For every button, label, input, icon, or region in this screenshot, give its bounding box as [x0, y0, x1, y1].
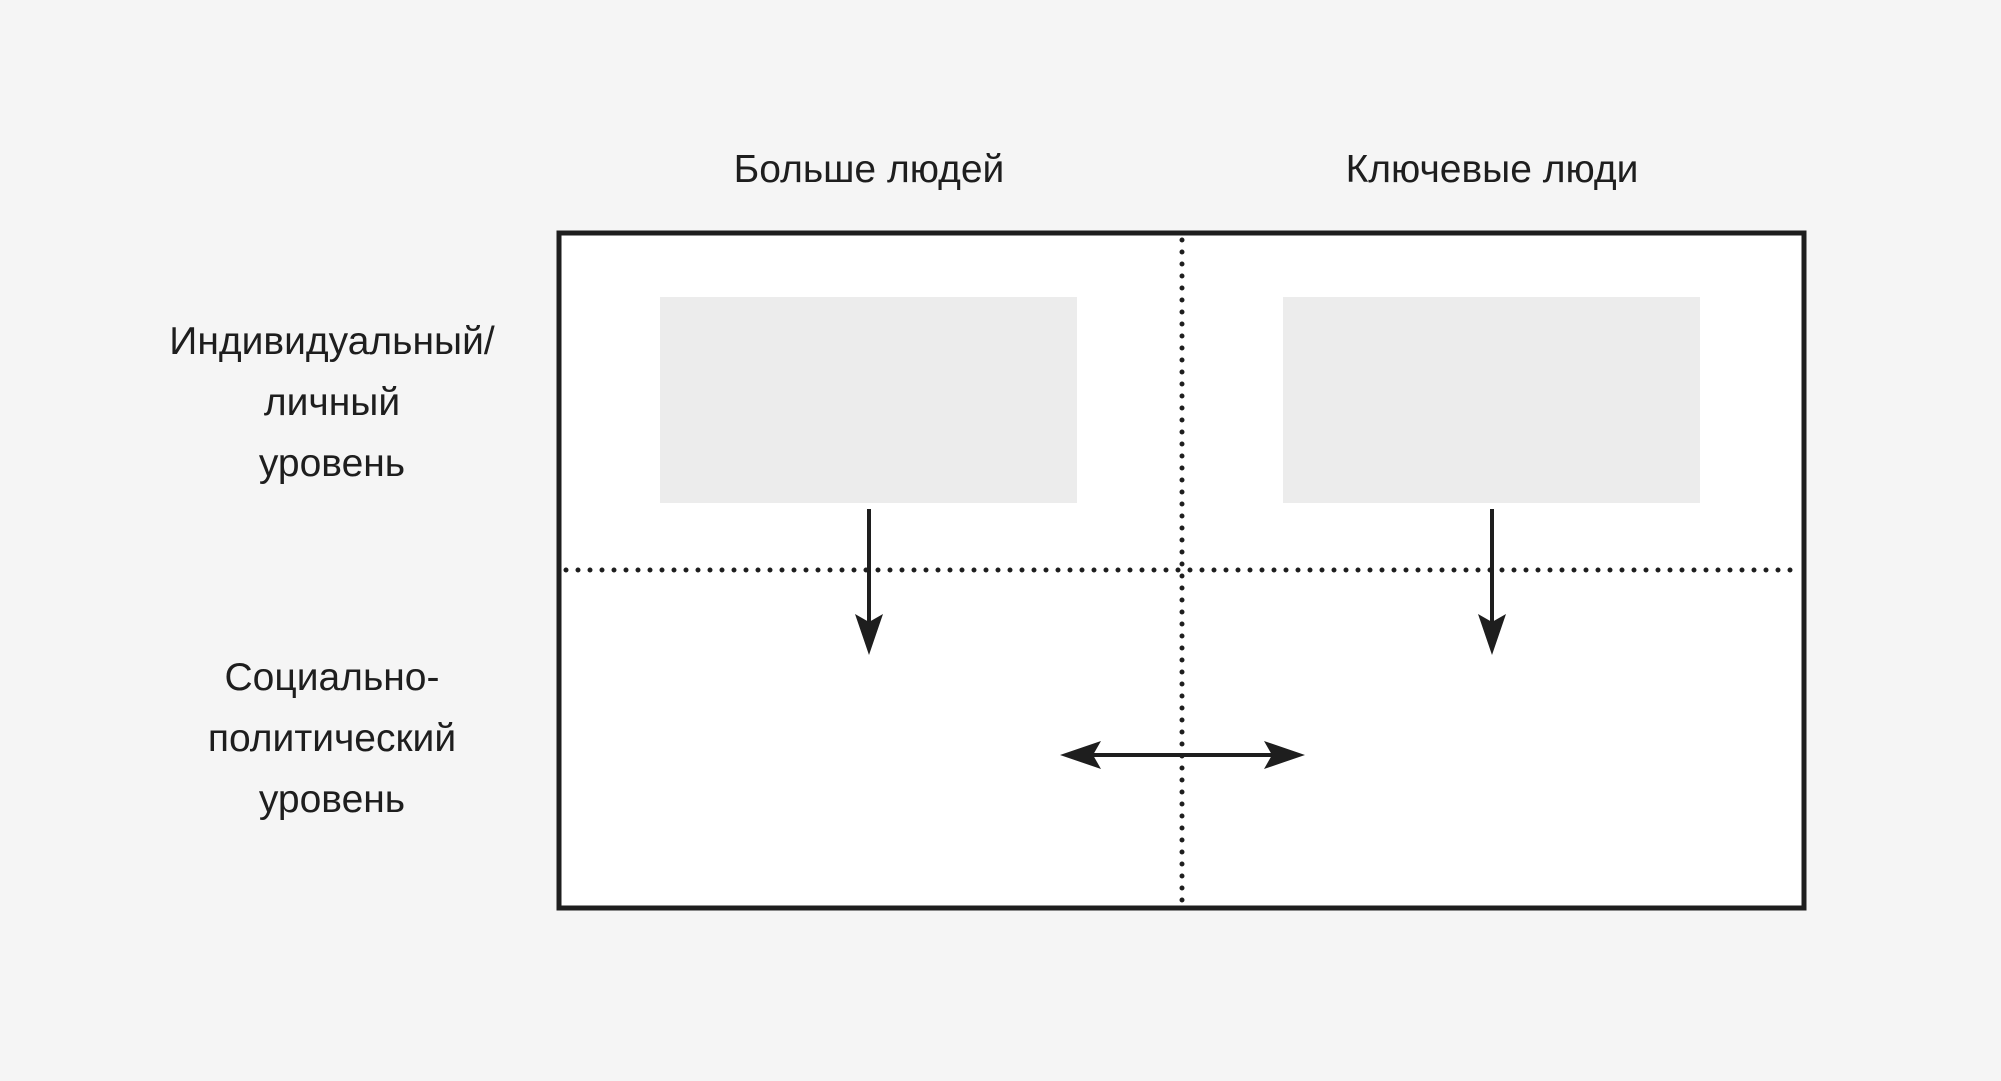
row-label-line: Индивидуальный/ [169, 320, 495, 363]
column-header-key-people: Ключевые люди [1345, 148, 1639, 191]
placeholder-box-left [660, 297, 1077, 503]
arrow-bidirectional [1060, 741, 1305, 769]
arrow-down-left [855, 509, 883, 655]
row-header-sociopolitical: Социально- политический уровень [132, 647, 532, 830]
row-label-line: уровень [258, 442, 406, 485]
arrow-down-right [1478, 509, 1506, 655]
row-label-line: уровень [258, 778, 406, 821]
row-label-line: Социально- [224, 656, 440, 699]
column-header-more-people: Больше людей [733, 148, 1005, 191]
row-header-individual: Индивидуальный/ личный уровень [132, 311, 532, 494]
row-label-line: политический [207, 717, 457, 760]
row-label-line: личный [263, 381, 401, 424]
placeholder-box-right [1283, 297, 1700, 503]
